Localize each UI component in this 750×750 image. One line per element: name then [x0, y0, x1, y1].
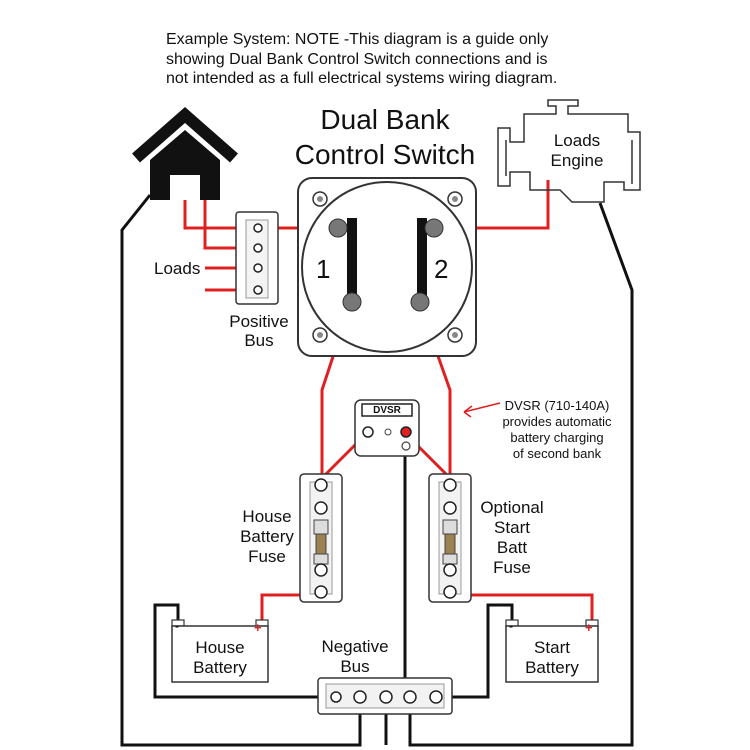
- start-fuse-label-line-1: Optional: [480, 498, 544, 517]
- switch2-top-stud: [424, 218, 444, 238]
- house-battery: [171, 619, 269, 683]
- switch-position-2-label: 2: [434, 254, 449, 284]
- house-icon: [132, 107, 238, 200]
- note-line-1: Example System: NOTE -This diagram is a …: [166, 31, 549, 48]
- negative-bus-label-line-2: Bus: [340, 657, 370, 676]
- house-fuse-block: [299, 473, 343, 603]
- positive-bus-terminal: [253, 243, 263, 253]
- start-battery: [505, 619, 599, 683]
- positive-bus-label-line-2: Bus: [244, 331, 274, 350]
- house-fuse-label-line-2: Battery: [240, 527, 294, 546]
- start-fuse-block: [428, 473, 472, 603]
- dvsr-callout-line-3: battery charging: [510, 430, 604, 445]
- start-fuse-label-line-4: Fuse: [493, 558, 531, 577]
- positive-bus-terminal: [253, 223, 263, 233]
- negative-bus-terminal: [403, 690, 417, 704]
- house-battery-label-line-2: Battery: [193, 658, 247, 677]
- negative-bus-terminal: [353, 690, 367, 704]
- diagram-title-line-1: Dual Bank: [320, 104, 450, 135]
- positive-bus-terminal: [253, 285, 263, 295]
- house-ground-wire: [120, 194, 362, 747]
- note-line-3: not intended as a full electrical system…: [166, 70, 558, 87]
- switch1-top-stud: [328, 218, 348, 238]
- house-battery-label-line-1: House: [195, 638, 245, 657]
- negative-bus-label-line-1: Negative: [321, 637, 389, 656]
- switch1-bottom-stud: [342, 292, 362, 312]
- loads-label: Loads: [154, 259, 201, 278]
- positive-bus: [235, 211, 279, 305]
- switch-position-1-label: 1: [316, 254, 331, 284]
- house-battery-pos-symbol: +: [254, 620, 262, 635]
- house-fuse-label-line-3: Fuse: [248, 547, 286, 566]
- house-fuse-label-line-1: House: [242, 507, 292, 526]
- positive-bus-terminal: [253, 263, 263, 273]
- start-fuse-label-line-2: Start: [494, 518, 530, 537]
- note-line-2: showing Dual Bank Control Switch connect…: [166, 51, 548, 68]
- negative-bus-terminal: [330, 691, 342, 703]
- negative-bus: [317, 677, 453, 715]
- engine-label-line-1: Loads: [553, 131, 601, 150]
- start-battery-neg-wire: [440, 603, 514, 699]
- dvsr-callout-arrowhead: [463, 405, 473, 418]
- dvsr-device: [354, 399, 420, 457]
- dvsr-callout-line-2: provides automatic: [502, 414, 612, 429]
- start-fuse-to-battery-wire: [450, 593, 594, 622]
- negative-bus-terminal: [379, 690, 393, 704]
- start-battery-label-line-1: Start: [534, 638, 570, 657]
- engine-label-line-2: Engine: [550, 151, 604, 170]
- switch-bar-1: [347, 218, 357, 300]
- house-battery-neg-symbol: -: [175, 619, 179, 633]
- fuse-element: [315, 533, 327, 555]
- start-fuse-label-line-3: Batt: [496, 538, 528, 557]
- dvsr-callout-line-4: of second bank: [512, 446, 602, 461]
- house-battery-neg-wire: [153, 603, 330, 699]
- dvsr-callout-arrow: [463, 402, 501, 413]
- dvsr-callout-line-1: DVSR (710-140A): [504, 398, 610, 413]
- dual-bank-switch: [297, 177, 477, 357]
- positive-bus-terminals: [253, 223, 263, 295]
- dvsr-terminal: [362, 426, 374, 438]
- positive-bus-label-line-1: Positive: [229, 312, 289, 331]
- start-battery-pos-symbol: +: [585, 620, 593, 635]
- start-battery-label-line-2: Battery: [525, 658, 579, 677]
- negative-wires: [120, 194, 634, 747]
- engine-ground-wire: [408, 202, 634, 747]
- start-battery-neg-symbol: -: [509, 619, 513, 633]
- engine-icon: [497, 99, 641, 203]
- switch-bar-2: [417, 218, 427, 300]
- dvsr-badge-label: DVSR: [373, 405, 401, 416]
- fuse-element: [444, 533, 456, 555]
- switch2-bottom-stud: [410, 292, 430, 312]
- dvsr-terminal: [400, 426, 412, 438]
- diagram-title-line-2: Control Switch: [294, 139, 476, 170]
- negative-bus-terminal: [429, 690, 443, 704]
- house-feed-wire: [183, 200, 255, 230]
